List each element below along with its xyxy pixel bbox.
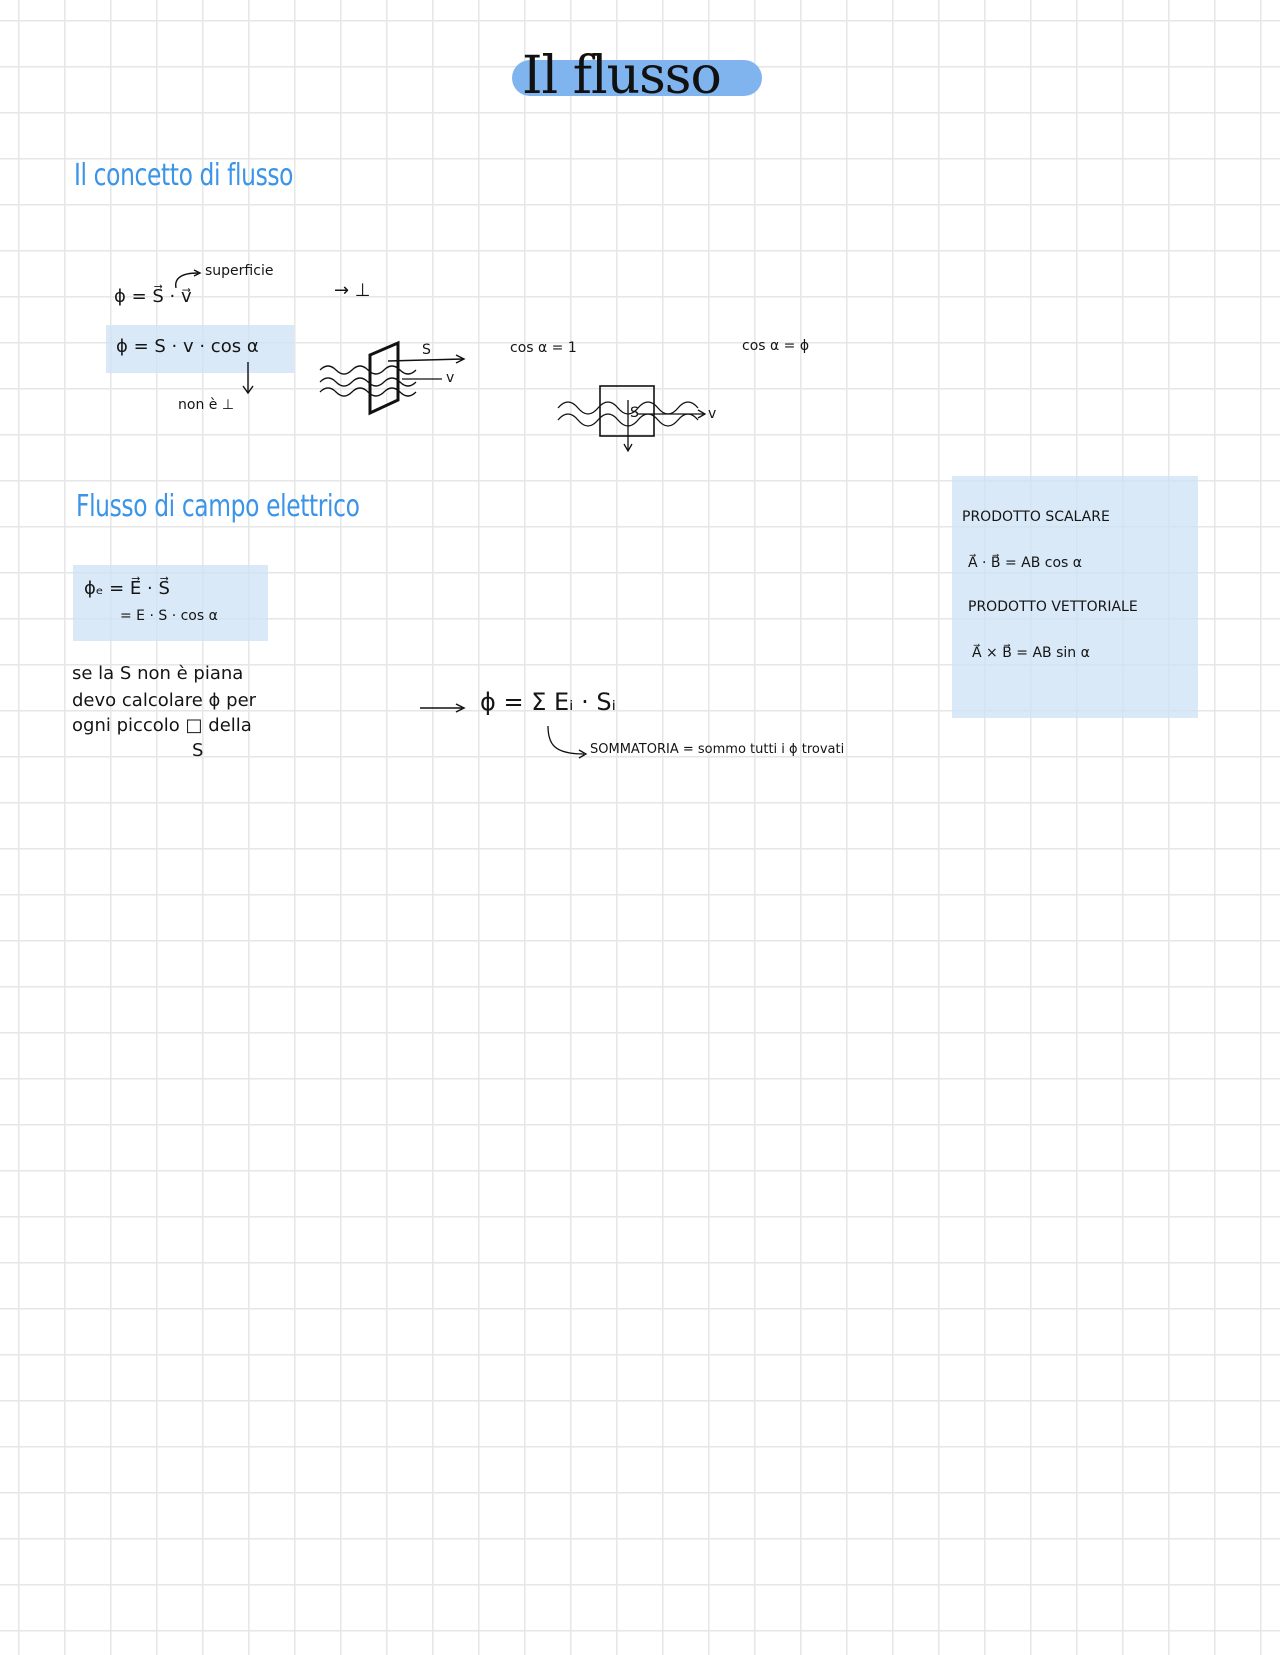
section-heading-flux-concept: Il concetto di flusso — [74, 158, 294, 193]
formula-sum: ϕ = Σ Eᵢ · Sᵢ — [480, 688, 616, 716]
vector-product-formula: A⃗ × B⃗ = AB sin α — [972, 645, 1090, 661]
formula-flux-cos: ϕ = S · v · cos α — [116, 336, 259, 357]
note-line-3: ogni piccolo □ della — [72, 715, 252, 736]
formula-box-electric-flux — [73, 565, 268, 641]
formula-flux-vector: ϕ = S⃗ · v⃗ — [114, 286, 192, 307]
surface-flow-figure-2 — [557, 385, 707, 453]
sum-note: SOMMATORIA = sommo tutti i ϕ trovati — [590, 742, 845, 757]
label-non-perpendicular: non è ⊥ — [178, 397, 235, 413]
scalar-product-formula: A⃗ · B⃗ = AB cos α — [968, 555, 1083, 571]
vector-product-label: PRODOTTO VETTORIALE — [968, 599, 1138, 615]
sum-arrow — [420, 703, 466, 713]
fig2-label-s: S — [630, 405, 639, 421]
page-title: Il flusso — [522, 46, 722, 106]
sum-note-arrow — [547, 725, 588, 759]
formula-electric-flux-line2: = E · S · cos α — [120, 608, 218, 624]
scalar-product-label: PRODOTTO SCALARE — [962, 509, 1110, 525]
label-cos-one: cos α = 1 — [510, 340, 577, 356]
section-heading-electric-flux: Flusso di campo elettrico — [76, 489, 360, 524]
surface-flow-figure-1 — [319, 340, 466, 416]
arrow-perpendicular: → ⊥ — [334, 280, 371, 301]
label-superficie: superficie — [205, 263, 274, 279]
formula-electric-flux-line1: ϕₑ = E⃗ · S⃗ — [84, 578, 170, 599]
vector-products-box — [952, 476, 1198, 718]
label-cos-zero: cos α = ϕ — [742, 338, 810, 354]
fig1-label-s: S — [422, 342, 431, 358]
page-title-container: Il flusso — [510, 46, 762, 106]
fig1-label-v: v — [446, 370, 455, 386]
title-highlight — [512, 60, 762, 96]
note-line-1: se la S non è piana — [72, 663, 244, 684]
note-line-2: devo calcolare ϕ per — [72, 690, 257, 711]
down-arrow — [242, 362, 254, 395]
superficie-arrow — [175, 269, 202, 289]
note-line-4: S — [192, 740, 204, 761]
formula-box-flux — [106, 325, 294, 373]
fig2-label-v: v — [708, 406, 717, 422]
